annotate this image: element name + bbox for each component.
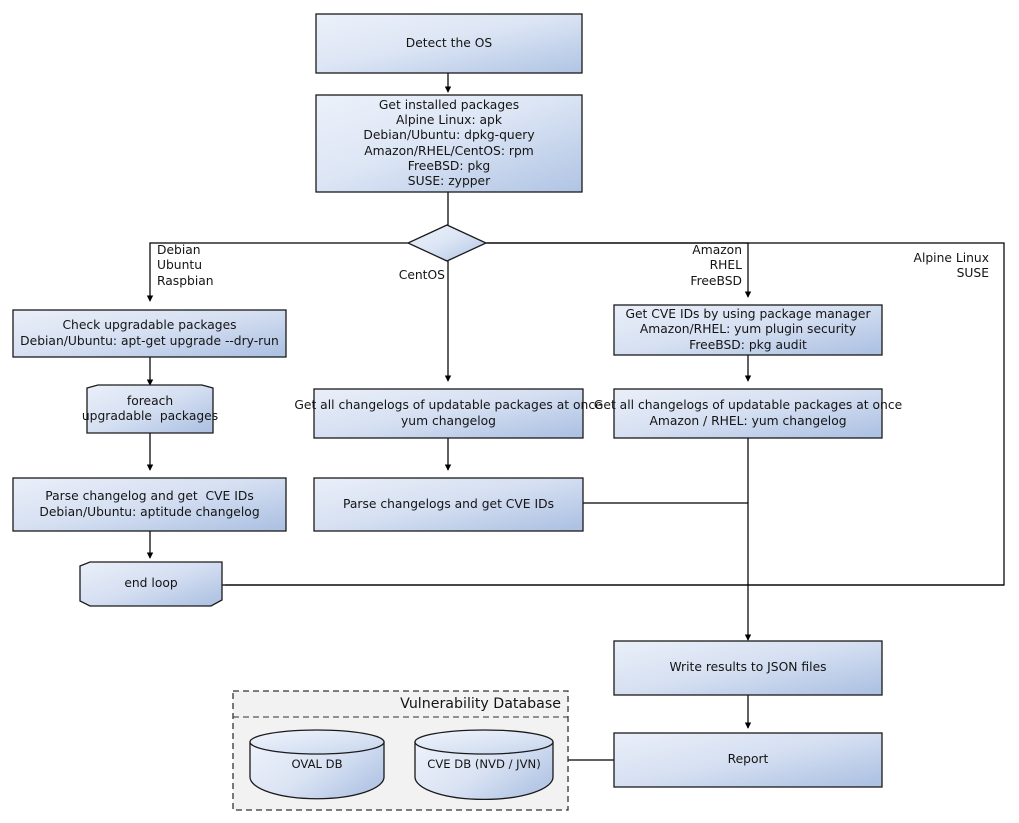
edge-label-debian-branch: Debian Ubuntu Raspbian <box>157 243 214 288</box>
node-write-json-files[interactable]: Write results to JSON files <box>669 660 827 675</box>
node-get-installed-packages[interactable]: Get installed packages Alpine Linux: apk… <box>363 97 535 188</box>
node-parse-changelog-debian[interactable]: Parse changelog and get CVE IDs Debian/U… <box>39 489 260 519</box>
node-changelogs-rhel[interactable]: Get all changelogs of updatable packages… <box>593 398 903 428</box>
node-os-decision[interactable] <box>408 225 486 261</box>
node-report[interactable]: Report <box>727 752 769 767</box>
group-title-vulnerability-database: Vulnerability Database <box>400 696 561 712</box>
node-parse-changelogs-centos[interactable]: Parse changelogs and get CVE IDs <box>343 496 554 511</box>
database-oval-db[interactable]: OVAL DB <box>291 757 343 772</box>
edge-label-centos-branch: CentOS <box>398 268 445 282</box>
node-foreach-loop[interactable]: foreach upgradable packages <box>81 393 219 423</box>
node-detect-os[interactable]: Detect the OS <box>405 35 493 50</box>
edge-label-alpine-branch: Alpine Linux SUSE <box>913 251 989 281</box>
edge-label-amazon-branch: Amazon RHEL FreeBSD <box>690 243 742 288</box>
node-check-upgradable[interactable]: Check upgradable packages Debian/Ubuntu:… <box>20 318 279 348</box>
database-cve-db[interactable]: CVE DB (NVD / JVN) <box>427 757 541 772</box>
node-get-cve-package-manager[interactable]: Get CVE IDs by using package manager Ama… <box>625 307 871 352</box>
node-end-loop[interactable]: end loop <box>124 576 178 591</box>
node-changelogs-centos[interactable]: Get all changelogs of updatable packages… <box>294 398 603 428</box>
